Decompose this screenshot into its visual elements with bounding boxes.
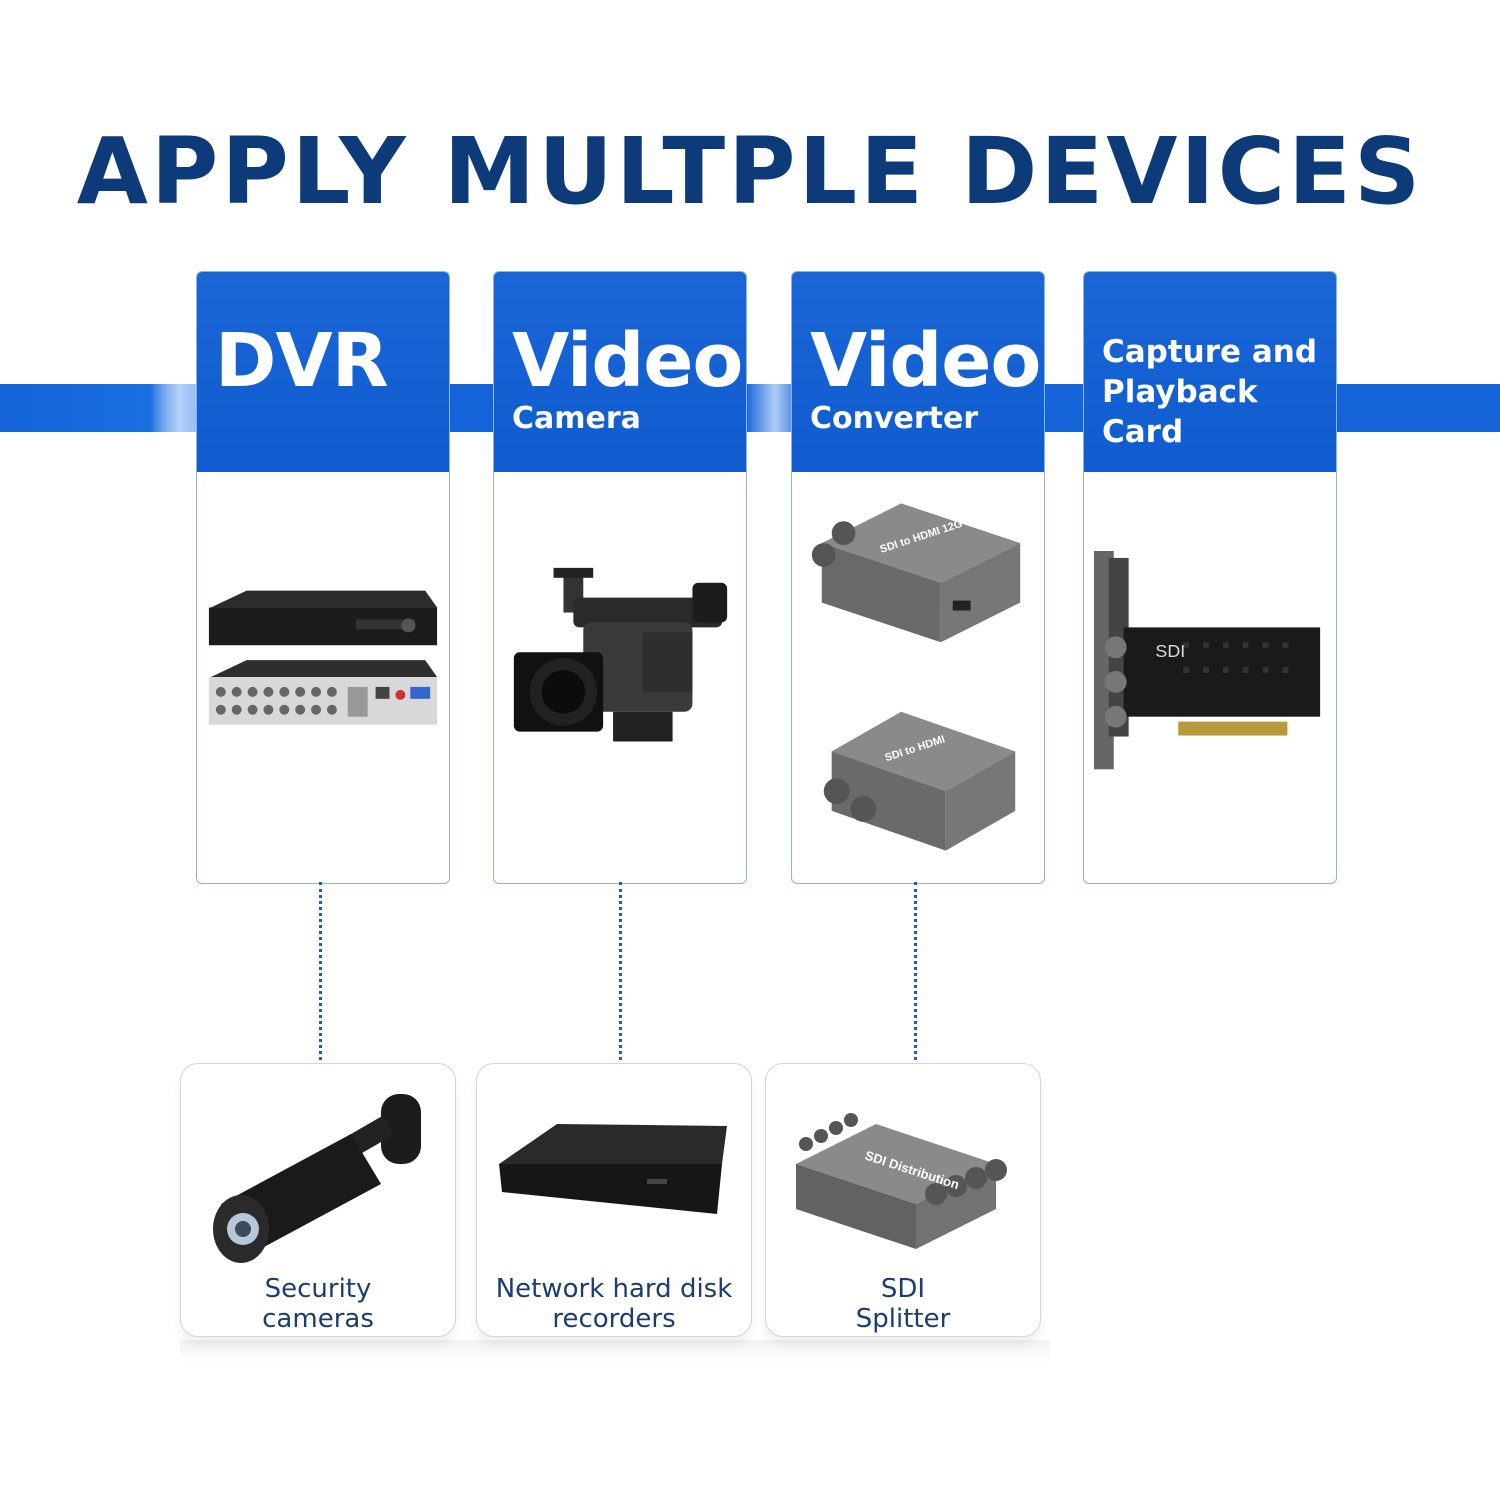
camcorder-image xyxy=(513,567,728,742)
dotted-connector xyxy=(319,882,322,1060)
card-header: DVR xyxy=(197,272,449,472)
bottom-card-caption: Network hard disk recorders xyxy=(495,1274,733,1334)
card-title: Video xyxy=(810,318,1041,404)
card-title: DVR xyxy=(215,318,389,404)
dvr-image xyxy=(208,590,438,725)
bottom-card-sdi-splitter: SDI Distribution SDI Splitter xyxy=(765,1063,1041,1337)
card-title: Video xyxy=(512,318,743,404)
card-title: Capture and Playback Card xyxy=(1102,334,1318,450)
converter-image: SDI to HDMI 12G SDI to HDMI xyxy=(811,503,1021,851)
dotted-connector xyxy=(914,882,917,1060)
sdi-splitter-image: SDI Distribution xyxy=(796,1113,1007,1249)
card-dvr: DVR xyxy=(196,271,450,884)
page-title: APPLY MULTPLE DEVICES xyxy=(76,118,1424,225)
card-subtitle: Converter xyxy=(810,401,979,436)
dotted-connector xyxy=(619,882,622,1060)
nvr-image xyxy=(499,1124,727,1214)
security-camera-image xyxy=(213,1094,421,1263)
bottom-card-network-recorders: Network hard disk recorders xyxy=(476,1063,752,1337)
bottom-card-security-cameras: Security cameras xyxy=(180,1063,456,1337)
capture-card-label: SDI xyxy=(1155,641,1185,661)
card-video-converter: Video Converter SDI to HDMI 12G SDI to H… xyxy=(791,271,1045,884)
bottom-card-caption: SDI Splitter xyxy=(855,1274,951,1334)
card-capture-playback: Capture and Playback Card SDI xyxy=(1083,271,1337,884)
card-video-camera: Video Camera xyxy=(493,271,747,884)
capture-card-image: SDI xyxy=(1093,551,1321,770)
bottom-card-caption: Security cameras xyxy=(262,1274,374,1334)
card-header: Capture and Playback Card xyxy=(1084,272,1336,472)
bottom-shadow xyxy=(180,1340,1050,1364)
card-header: Video Camera xyxy=(494,272,746,472)
card-header: Video Converter xyxy=(792,272,1044,472)
card-subtitle: Camera xyxy=(512,401,641,436)
